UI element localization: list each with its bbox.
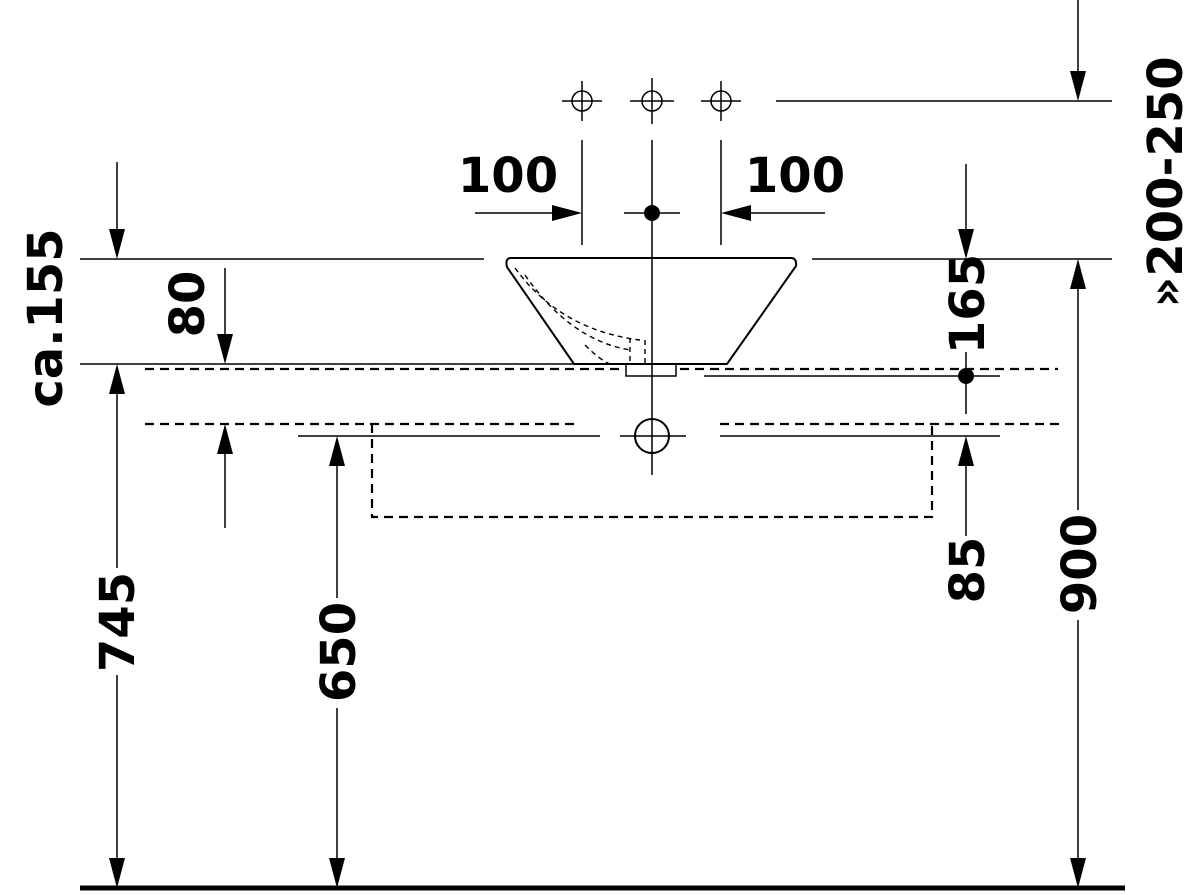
trap-offset-label: 85 [940,537,996,604]
spacing-left-label: 100 [458,148,558,204]
bowl-inner-hidden [514,267,646,365]
overflow-offset-arrow-top [958,229,974,259]
rim-height-arrow-top [1070,259,1086,289]
rim-height-label: 900 [1052,514,1108,614]
base-drop-label: 80 [160,271,216,338]
trap-offset-arrow [958,436,974,466]
counter-height-arrow-top [109,364,125,394]
waste-outlet-icon [620,418,686,454]
tap-height-label: »200-250 [1138,56,1194,307]
trap-height-label: 650 [311,602,367,702]
counter-height-label: 745 [90,572,146,672]
tap-hole-right-icon [701,81,741,121]
bowl-height-arrow-top [109,229,125,259]
base-drop-arrow-bottom [217,424,233,454]
spacing-right-arrow [721,205,751,221]
base-drop-arrow-top [217,334,233,364]
vanity-hidden-outline [370,424,934,519]
drain-outlet [625,363,677,377]
center-dot [644,205,660,221]
rim-height-arrow-bottom [1070,858,1086,888]
overflow-offset-label: 165 [940,254,996,354]
spacing-right-label: 100 [745,148,845,204]
trap-height-arrow-top [329,436,345,466]
tap-height-arrow [1070,71,1086,101]
counter-height-arrow-bottom [109,858,125,888]
tap-hole-left-icon [562,81,602,121]
bowl-outline [505,257,798,365]
trap-height-arrow-bottom [329,858,345,888]
tap-hole-center-icon [630,78,674,124]
spacing-left-arrow [552,205,582,221]
bowl-height-label: ca.155 [18,228,74,407]
